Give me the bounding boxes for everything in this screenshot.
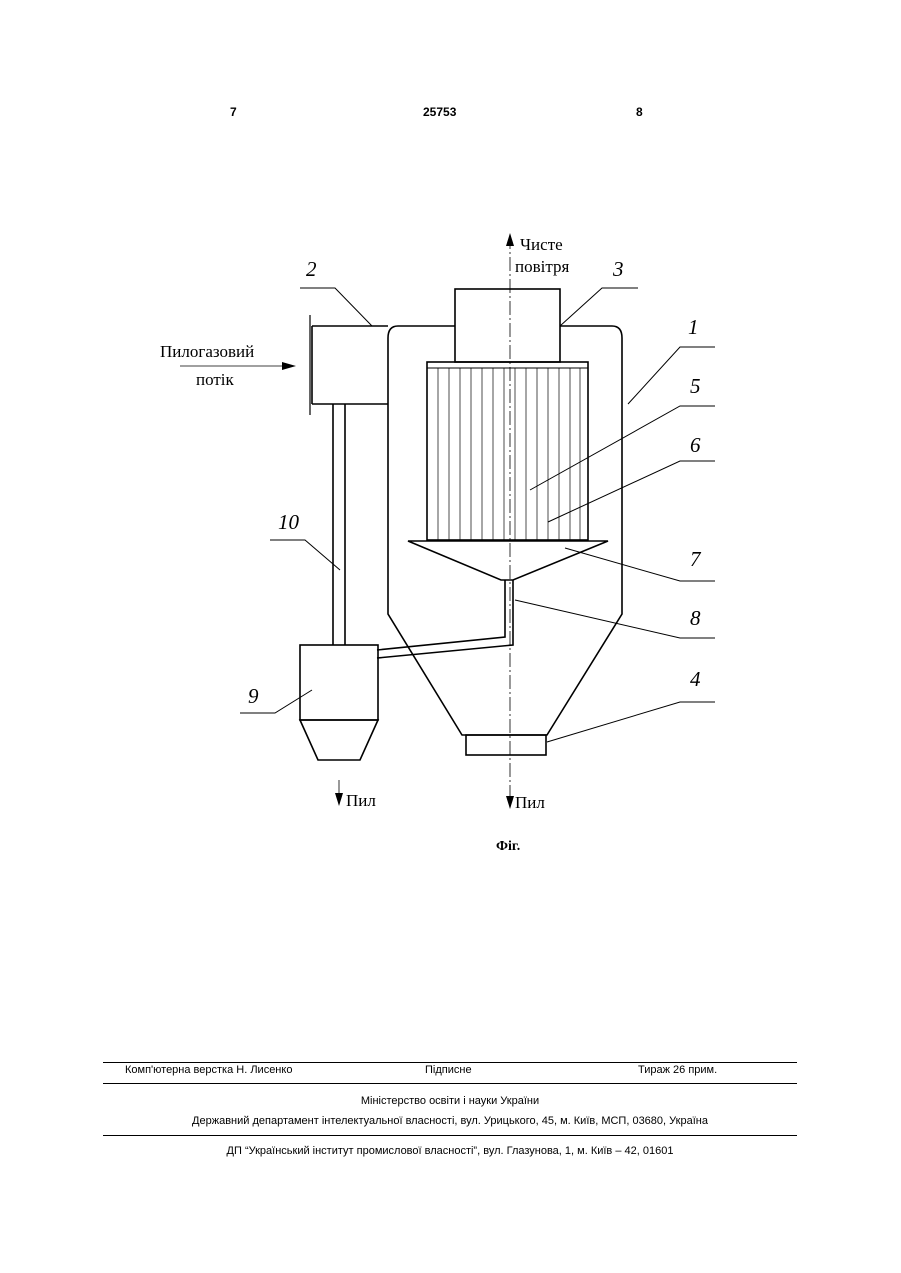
leader-4: [547, 702, 715, 742]
ref-number-10: 10: [278, 510, 300, 534]
footer-rule-bottom: [103, 1135, 797, 1136]
page-number-right: 8: [636, 105, 643, 119]
inlet-arrow-icon: [282, 362, 296, 370]
dust-gas-label-line1: Пилогазовий: [160, 342, 254, 361]
dust-outlet-arrow-icon: [506, 796, 514, 809]
ref-number-9: 9: [248, 684, 259, 708]
figure-caption: Фіг.: [496, 839, 520, 854]
ref-number-5: 5: [690, 374, 701, 398]
clean-air-outlet: [455, 289, 560, 362]
dust-outlet-flange: [466, 735, 546, 755]
leader-2: [300, 288, 372, 326]
collecting-cone: [408, 541, 608, 580]
footer-signed: Підписне: [425, 1064, 472, 1076]
leader-10: [270, 540, 340, 570]
footer-department: Державний департамент інтелектуальної вл…: [103, 1115, 797, 1127]
ref-number-7: 7: [690, 547, 702, 571]
patent-figure: Чисте повітря Пилогазовий потік Пил Пил …: [150, 215, 730, 870]
leader-6: [548, 461, 715, 522]
ref-number-2: 2: [306, 257, 317, 281]
dust-gas-label-line2: потік: [196, 370, 235, 389]
filter-elements: [438, 368, 580, 540]
ref-number-3: 3: [612, 257, 624, 281]
discharge-pipe: [377, 580, 513, 658]
footer-circulation: Тираж 26 прим.: [638, 1064, 717, 1076]
ref-number-4: 4: [690, 667, 701, 691]
ref-number-6: 6: [690, 433, 701, 457]
cyclone-cone: [300, 720, 378, 760]
housing-body: [388, 326, 622, 735]
leader-8: [515, 600, 715, 638]
ref-number-8: 8: [690, 606, 701, 630]
ref-number-1: 1: [688, 315, 699, 339]
dust-right-label: Пил: [515, 793, 545, 812]
clean-air-label-line1: Чисте: [520, 235, 563, 254]
filter-block: [427, 362, 588, 540]
clean-air-label-line2: повітря: [515, 257, 569, 276]
patent-number: 25753: [423, 105, 456, 119]
leader-3: [560, 288, 638, 326]
clean-air-arrow-icon: [506, 233, 514, 246]
page-number-left: 7: [230, 105, 237, 119]
footer-rule-top: [103, 1062, 797, 1063]
footer-ministry: Міністерство освіти і науки України: [103, 1095, 797, 1107]
footer-institute: ДП “Український інститут промислової вла…: [103, 1145, 797, 1157]
dust-left-label: Пил: [346, 791, 376, 810]
inlet-duct: [312, 326, 388, 404]
footer-rule-middle: [103, 1083, 797, 1084]
leader-1: [628, 347, 715, 404]
cyclone: [300, 645, 378, 720]
footer-layout-credit: Комп'ютерна верстка Н. Лисенко: [125, 1064, 292, 1076]
return-pipe: [333, 404, 345, 645]
